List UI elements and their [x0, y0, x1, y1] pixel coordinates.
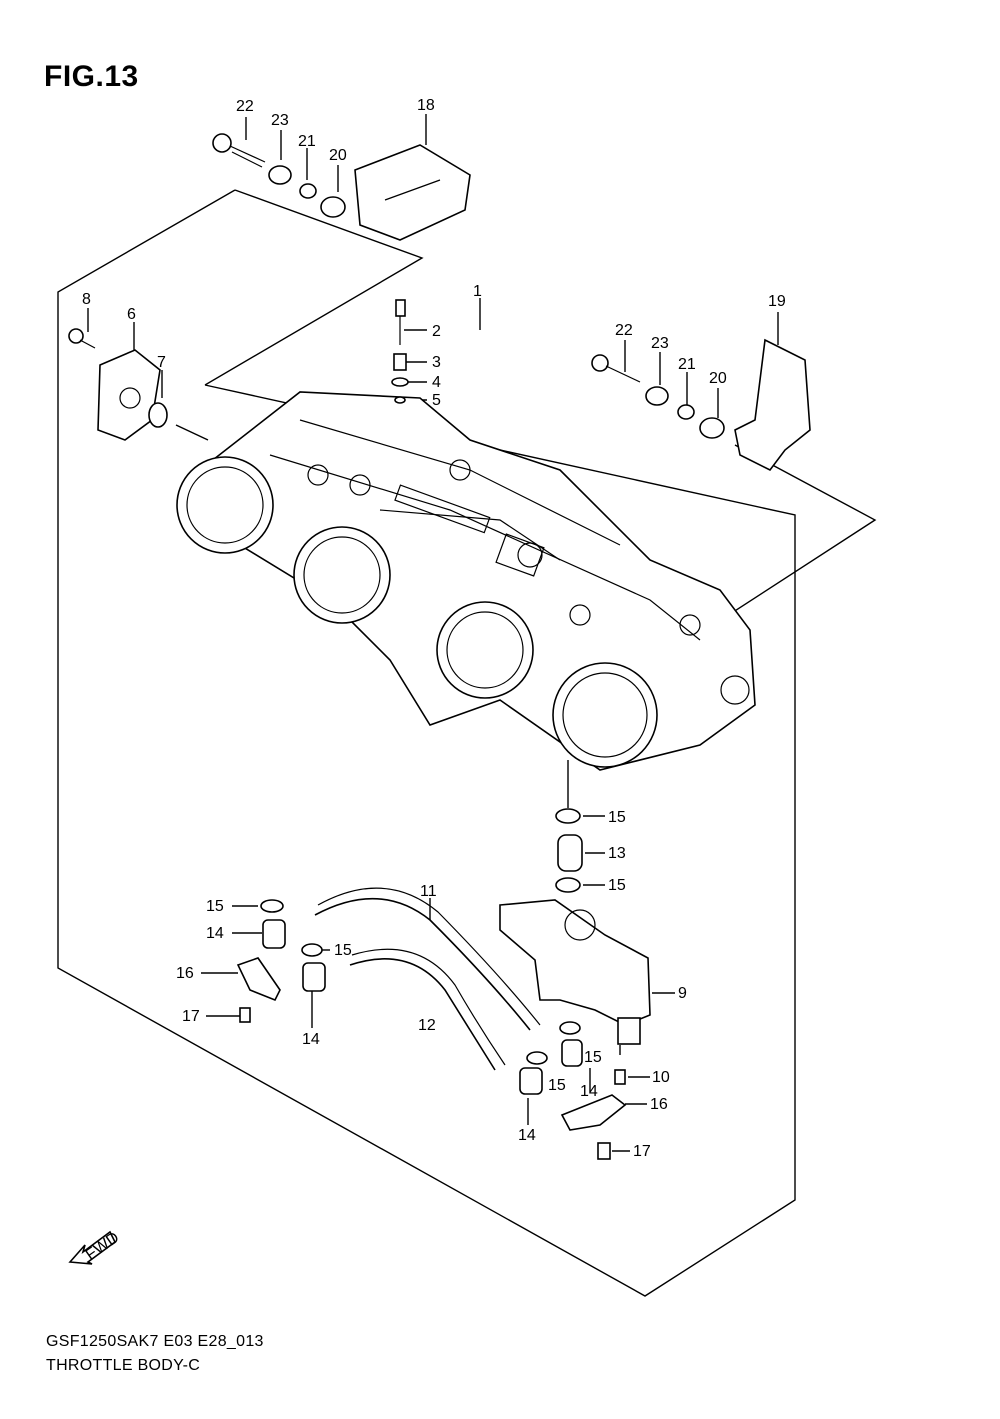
callout-15-left: 15: [206, 898, 224, 915]
callout-3: 3: [432, 354, 441, 371]
callout-22-right: 22: [615, 322, 633, 339]
callout-15-right: 15: [584, 1049, 602, 1066]
fwd-arrow-icon: FWD: [68, 1229, 123, 1265]
callout-5: 5: [432, 392, 441, 409]
throttle-body-assembly: [176, 391, 756, 771]
assembly-frame: [57, 189, 877, 1297]
diagram-code: GSF1250SAK7 E03 E28_013: [46, 1333, 264, 1350]
callout-8: 8: [82, 291, 91, 308]
callout-15-center: 15: [334, 942, 352, 959]
callout-18: 18: [417, 97, 435, 114]
callout-20-right: 20: [709, 370, 727, 387]
callout-14-left: 14: [206, 925, 224, 942]
callout-15-top: 15: [608, 809, 626, 826]
callout-22-left: 22: [236, 98, 254, 115]
callout-14-mid: 14: [302, 1031, 320, 1048]
callout-14-right: 14: [580, 1083, 598, 1100]
callout-17-left: 17: [182, 1008, 200, 1025]
callout-16-left: 16: [176, 965, 194, 982]
callout-2: 2: [432, 323, 441, 340]
callout-16-right: 16: [650, 1096, 668, 1113]
callout-11: 11: [420, 883, 437, 900]
callout-6: 6: [127, 306, 136, 323]
callout-13: 13: [608, 845, 626, 862]
diagram-footer: GSF1250SAK7 E03 E28_013 THROTTLE BODY-C: [46, 1330, 264, 1378]
callout-12: 12: [418, 1017, 436, 1034]
callout-15-mid: 15: [608, 877, 626, 894]
callout-17-right: 17: [633, 1143, 651, 1160]
fwd-label: FWD: [83, 1229, 123, 1264]
callout-7: 7: [157, 354, 166, 371]
callout-19: 19: [768, 293, 786, 310]
callout-23-left: 23: [271, 112, 289, 129]
callout-4: 4: [432, 374, 441, 391]
callout-1: 1: [473, 283, 482, 300]
callout-21-left: 21: [298, 133, 316, 150]
callout-10: 10: [652, 1069, 670, 1086]
diagram-name: THROTTLE BODY-C: [46, 1357, 201, 1374]
callout-14-bottom: 14: [518, 1127, 536, 1144]
callout-23-right: 23: [651, 335, 669, 352]
callout-labels: 1 2 3 4 5 6 7 8 9 10 11 12 13 14 14 14 1…: [82, 97, 786, 1160]
parts: [68, 133, 811, 1160]
figure-title: FIG.13: [44, 60, 139, 93]
callout-15-bottom: 15: [548, 1077, 566, 1094]
callout-20-left: 20: [329, 147, 347, 164]
callout-21-right: 21: [678, 356, 696, 373]
callout-9: 9: [678, 985, 687, 1002]
leader-lines: [87, 114, 779, 1152]
